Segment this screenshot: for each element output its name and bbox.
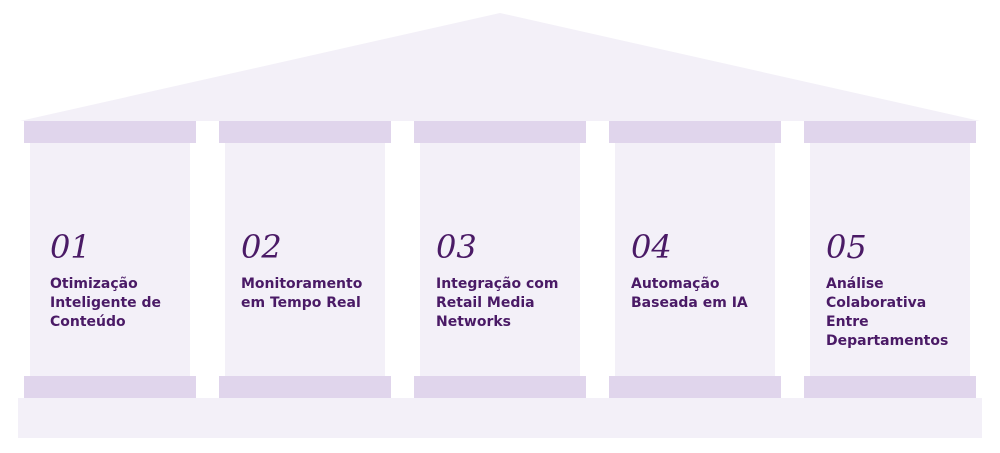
- pillar-3-capital: [414, 121, 586, 143]
- pillar-1-shaft: [30, 143, 190, 376]
- pillar-3-label: Integração com Retail Media Networks: [436, 276, 559, 330]
- temple-roof: [20, 13, 980, 121]
- pillar-1-number: 01: [50, 228, 91, 266]
- pillar-4-number: 04: [631, 228, 672, 266]
- pillar-2-capital: [219, 121, 391, 143]
- pillar-5-label: Análise Colaborativa Entre Departamentos: [826, 276, 949, 349]
- pillar-4-capital: [609, 121, 781, 143]
- pillar-1-base: [24, 376, 196, 398]
- pillar-3-number: 03: [436, 228, 477, 266]
- temple-foundation: [18, 398, 982, 438]
- pillar-2-number: 02: [241, 228, 282, 266]
- pillar-3-shaft: [420, 143, 580, 376]
- pillar-4-label: Automação Baseada em IA: [631, 276, 748, 311]
- pillar-5-capital: [804, 121, 976, 143]
- pillar-4-shaft: [615, 143, 775, 376]
- pillar-1-capital: [24, 121, 196, 143]
- pillar-3-base: [414, 376, 586, 398]
- pillar-5-number: 05: [826, 228, 867, 266]
- pillar-5-base: [804, 376, 976, 398]
- pillar-2-shaft: [225, 143, 385, 376]
- pillar-4-base: [609, 376, 781, 398]
- pillar-5-shaft: [810, 143, 970, 376]
- pillar-2-base: [219, 376, 391, 398]
- pillar-1-label: Otimização Inteligente de Conteúdo: [50, 276, 162, 330]
- pillar-2-label: Monitoramento em Tempo Real: [241, 276, 363, 311]
